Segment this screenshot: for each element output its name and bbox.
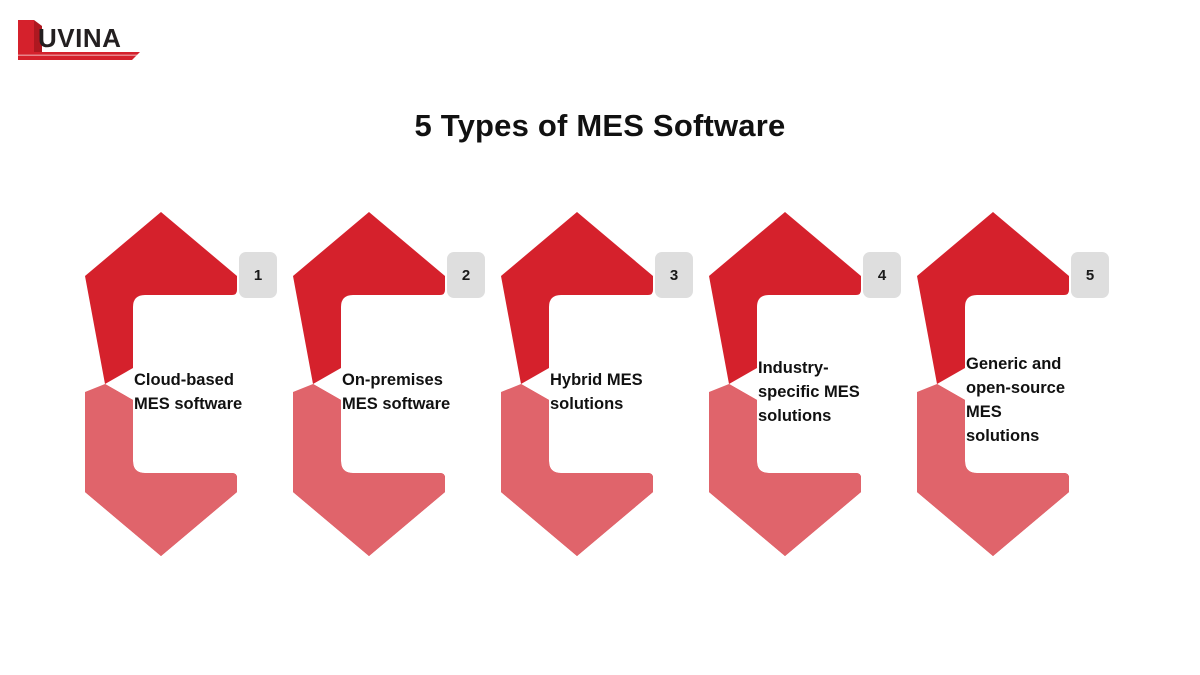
step-label-3: Hybrid MES solutions — [550, 369, 682, 417]
bracket-arrow-2 — [293, 212, 445, 556]
step-number-badge-4: 4 — [863, 252, 901, 298]
step-number-badge-3: 3 — [655, 252, 693, 298]
page-title: 5 Types of MES Software — [414, 108, 786, 143]
logo-wordmark: UVINA — [38, 23, 121, 53]
step-label-5: Generic and open-source MES solutions — [966, 353, 1098, 449]
logo-l-bevel — [34, 20, 42, 52]
step-item-5[interactable]: 5 Generic and open-source MES solutions — [917, 208, 1125, 560]
step-label-1: Cloud-based MES software — [134, 369, 266, 417]
step-label-line: MES software — [134, 394, 243, 413]
bracket-arrow-1 — [85, 212, 237, 556]
bracket-arrow-3 — [501, 212, 653, 556]
step-label-line: MES — [966, 402, 1002, 421]
step-label-line: solutions — [550, 394, 624, 413]
bracket-arrow-4 — [709, 212, 861, 556]
step-label-line: MES software — [342, 394, 451, 413]
arrow-down-segment-5 — [917, 384, 1069, 556]
step-label-4: Industry- specific MES solutions — [758, 357, 890, 429]
step-label-line: Hybrid MES — [550, 371, 643, 389]
step-item-1[interactable]: 1 Cloud-based MES software — [85, 208, 293, 560]
step-label-line: open-source — [966, 378, 1066, 397]
logo-l-stem — [18, 20, 34, 52]
step-label-line: Cloud-based — [134, 371, 234, 389]
arrow-down-segment-2 — [293, 384, 445, 556]
step-item-3[interactable]: 3 Hybrid MES solutions — [501, 208, 709, 560]
step-number-badge-5: 5 — [1071, 252, 1109, 298]
step-label-2: On-premises MES software — [342, 369, 474, 417]
step-number-badge-1: 1 — [239, 252, 277, 298]
arrow-down-segment-1 — [85, 384, 237, 556]
bracket-arrow-5 — [917, 212, 1069, 556]
arrow-down-segment-3 — [501, 384, 653, 556]
step-label-line: solutions — [966, 426, 1040, 445]
step-item-4[interactable]: 4 Industry- specific MES solutions — [709, 208, 917, 560]
step-label-line: On-premises — [342, 371, 443, 389]
luvina-logo: UVINA — [12, 18, 162, 64]
step-label-line: Industry- — [758, 359, 829, 377]
logo-underbar-hairline — [18, 54, 138, 56]
step-label-line: Generic and — [966, 355, 1062, 373]
step-label-line: solutions — [758, 406, 832, 425]
logo-artwork: UVINA — [18, 20, 140, 60]
step-item-2[interactable]: 2 On-premises MES software — [293, 208, 501, 560]
logo-underbar — [18, 52, 140, 60]
step-label-line: specific MES — [758, 382, 860, 401]
step-number-badge-2: 2 — [447, 252, 485, 298]
arrow-down-segment-4 — [709, 384, 861, 556]
